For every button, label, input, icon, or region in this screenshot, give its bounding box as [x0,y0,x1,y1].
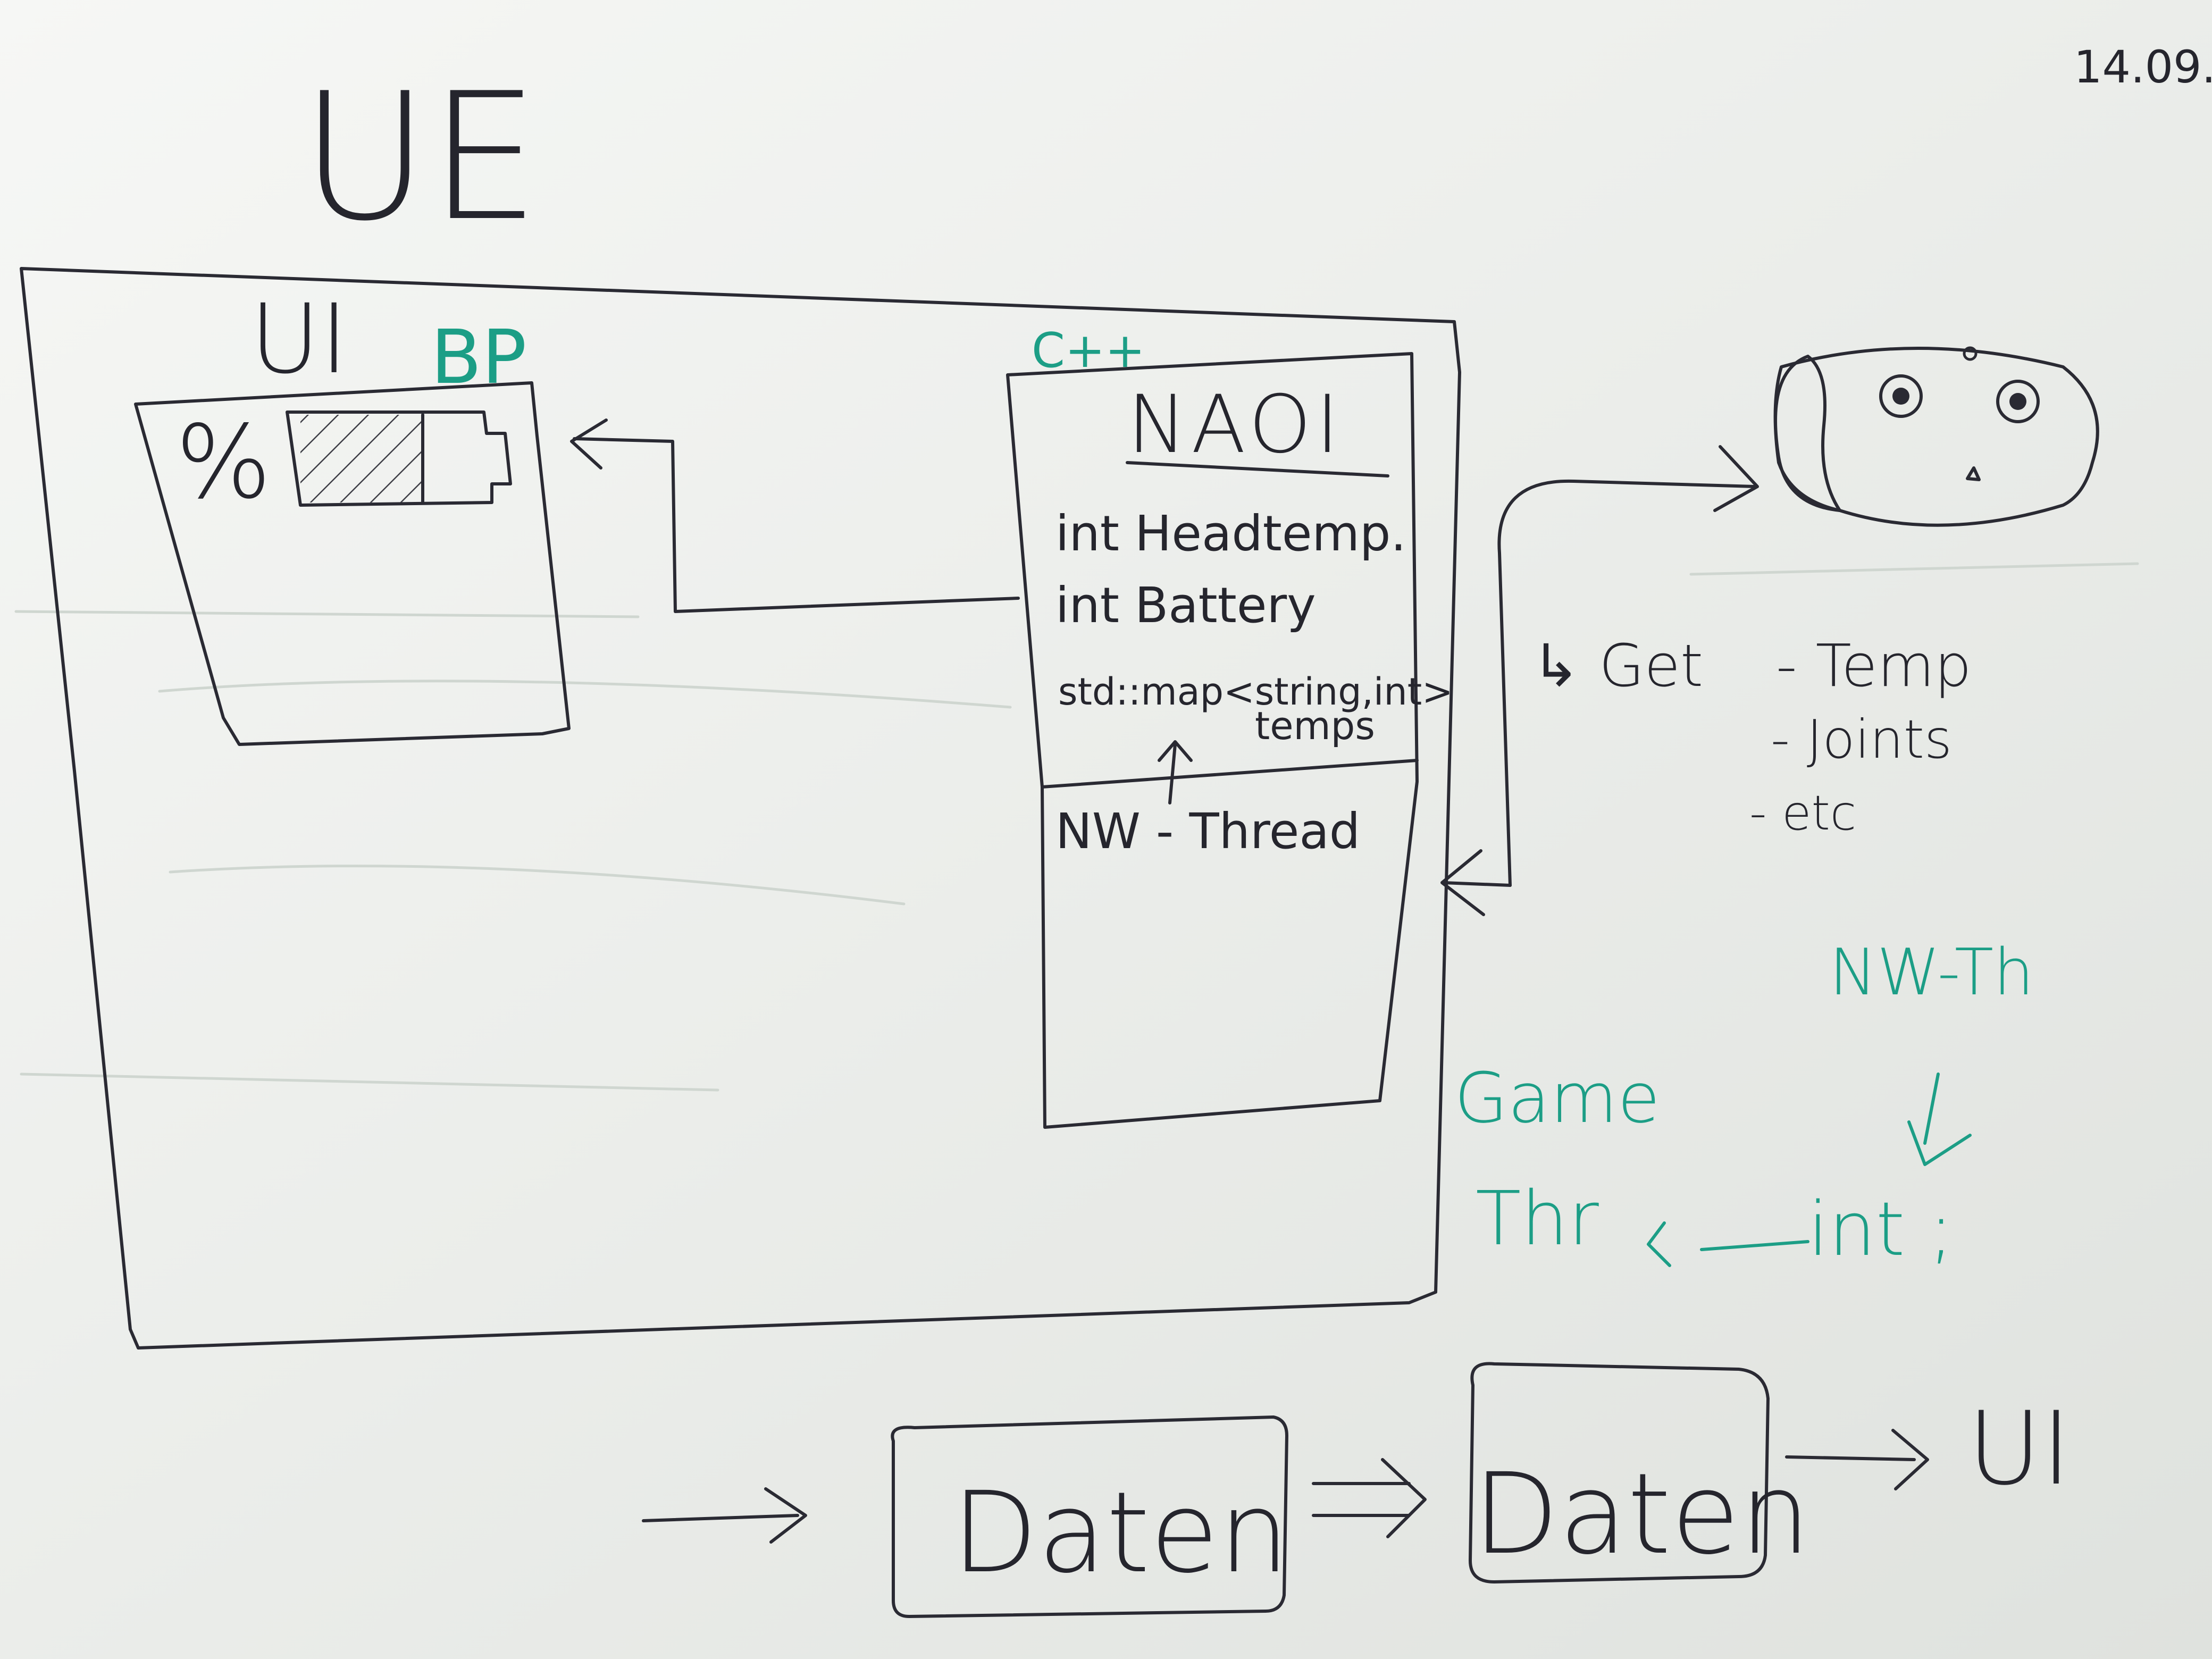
flow-box-1 [891,1415,1288,1618]
int-label: int ; [1808,1186,1954,1273]
flow-box-2-label: Daten [1473,1449,1811,1579]
flow-arrow-implies [1312,1458,1427,1538]
flow-box-2 [1469,1362,1770,1583]
get-item-joints: - Joints [1771,708,1952,770]
naoi-divider [1041,759,1419,789]
ui-widget-box [134,381,571,746]
robot-head-icon [1773,346,2099,527]
naoi-title: NAOI [1127,379,1344,471]
erased-marks [14,562,2139,1092]
thr-to-int-arrow [1647,1221,1809,1267]
get-item-temp: - Temp [1776,632,1972,700]
arrow-naoi-to-robot [1497,445,1759,887]
thread-to-map-arrow [1158,740,1193,805]
nw-th-down-arrow [1907,1073,1972,1166]
get-item-etc: - etc [1749,785,1856,841]
arrow-naoi-to-ui [570,418,1020,613]
nw-th-label: NW-Th [1829,936,2034,1010]
ue-frame [20,267,1461,1350]
ue-title: UE [300,55,540,259]
naoi-field-temps: temps [1255,703,1375,748]
ui-label: UI [250,284,348,395]
naoi-field-battery: int Battery [1055,577,1316,634]
flow-box-1-label: Daten [952,1468,1289,1598]
game-label: Game [1454,1058,1660,1138]
arrow-robot-to-naoi [1440,849,1512,916]
naoi-field-headtemp: int Headtemp. [1055,505,1406,562]
naoi-field-map: std::map<string,int> [1058,670,1453,714]
flow-end-ui-label: UI [1967,1390,2071,1507]
get-label: ↳ Get [1531,632,1703,700]
nw-thread-label: NW - Thread [1055,803,1360,860]
date-label: 14.09. [2074,41,2212,93]
flow-arrow-in [642,1487,807,1544]
thr-label: Thr [1476,1176,1599,1262]
cpp-label: C++ [1032,323,1145,379]
battery-icon [286,410,512,507]
flow-arrow-out [1785,1429,1929,1490]
percent-label: % [175,404,272,521]
naoi-title-underline [1126,461,1389,477]
